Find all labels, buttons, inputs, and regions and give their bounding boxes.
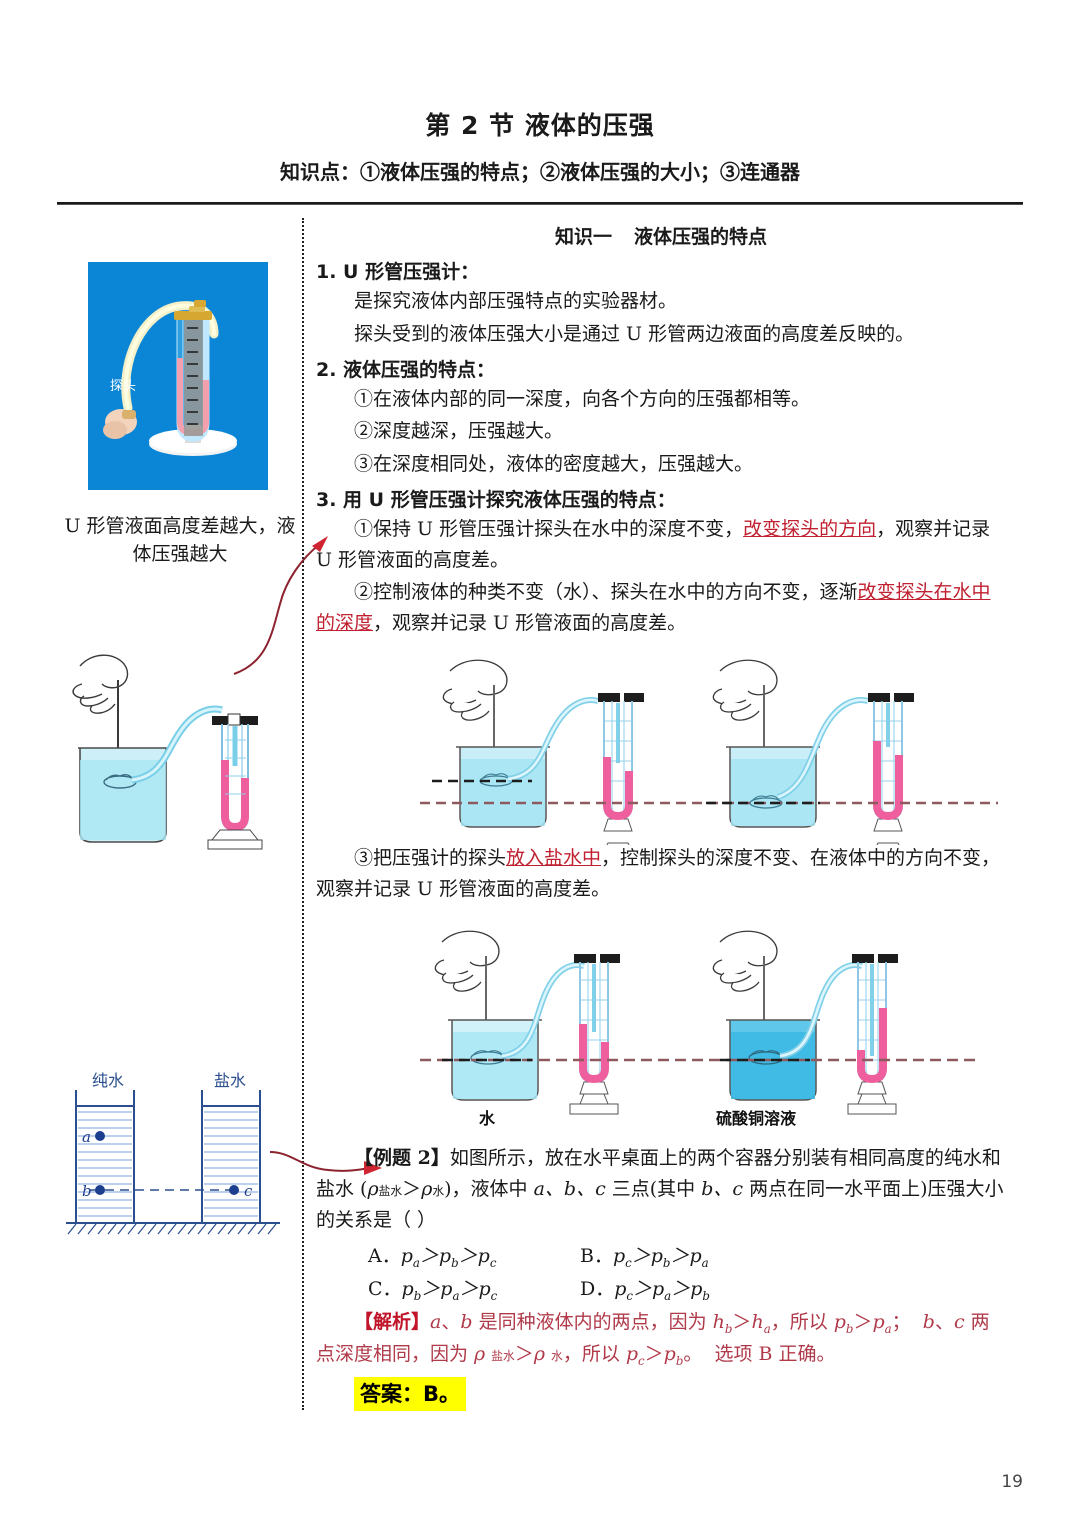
rho-water-symbol: ρ xyxy=(421,1178,433,1201)
item3-step2-highlight: 改变探头在水中的深度 xyxy=(316,581,991,635)
item1-line1: 是探究液体内部压强特点的实验器材。 xyxy=(354,290,678,312)
item3-step3-highlight: 放入盐水中 xyxy=(506,846,602,869)
option-A[interactable]: A．pa＞pb＞pc xyxy=(368,1240,580,1273)
knowledge-heading: 知识一液体压强的特点 xyxy=(316,222,1006,249)
answer-badge: 答案：B。 xyxy=(354,1377,467,1412)
figure-row-2-spacer xyxy=(316,906,1006,1141)
analysis-tag: 【解析】 xyxy=(354,1311,431,1334)
knowledge-heading-title: 液体压强的特点 xyxy=(634,226,768,248)
example-body-3: 三点(其中 xyxy=(605,1178,702,1201)
point-b-label: b xyxy=(82,1182,92,1200)
item2-point-2: ②深度越深，压强越大。 xyxy=(354,420,564,443)
density-experiment-figures xyxy=(420,920,980,1120)
option-A-label: A． xyxy=(368,1244,401,1267)
figure-label-water: 水 xyxy=(479,1109,496,1128)
option-C-expr: pb＞pa＞pc xyxy=(401,1277,498,1303)
option-list: A．pa＞pb＞pc B．pc＞pb＞pa C．pb＞pa＞pc D．pc＞pa… xyxy=(316,1240,1006,1306)
option-row-2: C．pb＞pa＞pc D．pc＞pa＞pb xyxy=(316,1273,1006,1306)
option-A-expr: pa＞pb＞pc xyxy=(400,1244,497,1270)
figure-label-copper-sulfate: 硫酸铜溶液 xyxy=(716,1109,797,1128)
item3-step3-a: ③把压强计的探头 xyxy=(354,846,507,869)
item1-line2: 探头受到的液体压强大小是通过 U 形管两边液面的高度差反映的。 xyxy=(354,322,915,345)
beaker-left-label: 纯水 xyxy=(92,1071,124,1090)
option-B[interactable]: B．pc＞pb＞pa xyxy=(580,1240,792,1273)
item3-step3-b: ，控制探头的深度不变、在液体中的方向不变，观察并记录 U 形管液面的高度差。 xyxy=(316,846,1001,900)
option-C-label: C． xyxy=(368,1277,402,1300)
example-points-abc: a、b、c xyxy=(533,1178,606,1201)
beaker-right-label: 盐水 xyxy=(214,1071,246,1090)
item3-step2-a: ②控制液体的种类不变（水）、探头在水中的方向不变，逐渐 xyxy=(354,581,858,604)
example-answer-blank: （ ） xyxy=(392,1208,437,1231)
item2-point-1: ①在液体内部的同一深度，向各个方向的压强都相等。 xyxy=(354,387,811,410)
example-tag: 【例题 2】 xyxy=(354,1147,450,1170)
point-c-label: c xyxy=(244,1182,253,1200)
two-beakers-figure: 纯水 盐水 xyxy=(62,1068,300,1253)
gt-symbol-1: ＞ xyxy=(402,1178,422,1201)
option-D[interactable]: D．pc＞pa＞pb xyxy=(580,1273,792,1306)
rho-water-subscript: 水 xyxy=(432,1184,445,1199)
depth-experiment-figures xyxy=(420,655,998,865)
option-row-1: A．pa＞pb＞pc B．pc＞pb＞pa xyxy=(316,1240,1006,1273)
manometer-photo: 探头 xyxy=(88,262,268,490)
item2-title: 2. 液体压强的特点： xyxy=(316,358,496,381)
header-divider xyxy=(57,202,1023,205)
content-column: 知识一液体压强的特点 1. U 形管压强计： 是探究液体内部压强特点的实验器材。… xyxy=(316,222,1006,1412)
rho-salt-subscript: 盐水 xyxy=(378,1184,403,1199)
item1-title: 1. U 形管压强计： xyxy=(316,261,480,283)
page-subtitle: 知识点：①液体压强的特点；②液体压强的大小；③连通器 xyxy=(280,160,800,184)
option-B-expr: pc＞pb＞pa xyxy=(612,1244,709,1270)
column-divider xyxy=(302,218,304,1410)
option-D-expr: pc＞pa＞pb xyxy=(614,1277,710,1303)
figure-row-1-spacer xyxy=(316,641,1006,841)
item3-step3: ③把压强计的探头放入盐水中，控制探头的深度不变、在液体中的方向不变，观察并记录 … xyxy=(316,843,1006,905)
example-body-2: )，液体中 xyxy=(444,1178,534,1201)
option-D-label: D． xyxy=(580,1277,615,1300)
item3-step2-b: ，观察并记录 U 形管液面的高度差。 xyxy=(373,612,687,635)
item2-point-3: ③在深度相同处，液体的密度越大，压强越大。 xyxy=(354,453,754,476)
example-points-bc: b、c xyxy=(701,1178,744,1201)
point-a-label: a xyxy=(82,1128,91,1146)
example-body-4: 两点在同一水平面上)压强大小的关系是 xyxy=(316,1178,1004,1231)
item3-step1-highlight: 改变探头的方向 xyxy=(743,517,877,540)
page-title: 第 2 节 液体的压强 xyxy=(425,111,655,140)
item3-step1: ①保持 U 形管压强计探头在水中的深度不变，改变探头的方向，观察并记录 U 形管… xyxy=(316,514,1006,576)
rho-salt-symbol: ρ xyxy=(367,1178,379,1201)
probe-label-text: 探头 xyxy=(110,379,136,394)
manometer-photo-caption: U 形管液面高度差越大，液体压强越大 xyxy=(64,515,296,565)
knowledge-heading-prefix: 知识一 xyxy=(554,226,612,248)
example-body-1: 如图所示，放在水平桌面上的两个容器分别装有相同高度的纯水和盐水 ( xyxy=(316,1147,1001,1201)
item3-step1-b: ，观察并记录 U 形管液面的高度差。 xyxy=(316,517,991,571)
option-B-label: B． xyxy=(580,1244,613,1267)
item3-step2: ②控制液体的种类不变（水）、探头在水中的方向不变，逐渐改变探头在水中的深度，观察… xyxy=(316,577,1006,639)
item3-title: 3. 用 U 形管压强计探究液体压强的特点： xyxy=(316,488,676,511)
example-question: 【例题 2】如图所示，放在水平桌面上的两个容器分别装有相同高度的纯水和盐水 (ρ… xyxy=(316,1143,1006,1235)
answer-row: 答案：B。 xyxy=(316,1377,1006,1412)
page-number: 19 xyxy=(1001,1472,1023,1492)
item3-step1-a: ①保持 U 形管压强计探头在水中的深度不变， xyxy=(354,517,744,540)
analysis-paragraph: 【解析】a、b 是同种液体内的两点，因为 hb＞ha，所以 pb＞pa； b、c… xyxy=(316,1311,990,1369)
probe-direction-figure xyxy=(62,640,302,870)
option-C[interactable]: C．pb＞pa＞pc xyxy=(368,1273,580,1306)
